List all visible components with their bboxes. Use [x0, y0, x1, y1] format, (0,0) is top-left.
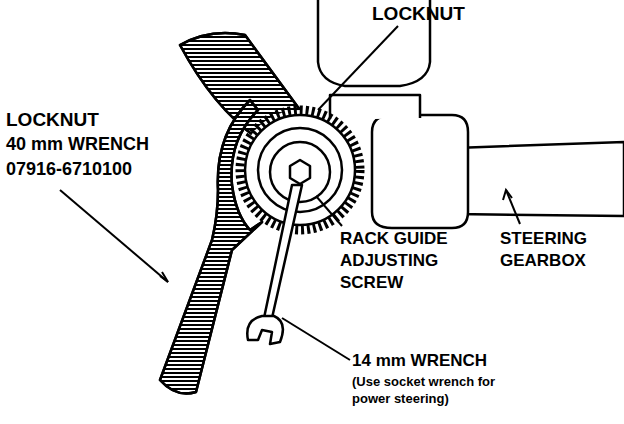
leader-lines — [60, 26, 520, 360]
arrowhead — [503, 190, 512, 200]
gearbox-housing — [372, 115, 468, 228]
leader-line — [318, 26, 398, 110]
locknut-teeth — [240, 110, 360, 230]
leader-line — [506, 190, 520, 224]
valve-body — [330, 95, 420, 120]
tool-name: 40 mm WRENCH — [6, 133, 176, 156]
box-wrench — [264, 185, 302, 318]
locknut — [245, 115, 355, 225]
locknut-wrench — [160, 100, 262, 394]
wrench-open-end — [247, 316, 283, 344]
arrowhead — [160, 272, 168, 282]
leader-line — [282, 318, 350, 360]
locknut-wrench-outline — [160, 100, 262, 394]
leader-line — [316, 196, 342, 226]
hex-head — [290, 160, 310, 184]
note: (Use socket wrench for power steering) — [352, 374, 522, 408]
part-name: RACK GUIDE ADJUSTING SCREW — [340, 228, 472, 294]
tool-name: 14 mm WRENCH — [352, 350, 552, 372]
part-number: 07916-6710100 — [6, 158, 176, 181]
gearbox-tube — [455, 142, 624, 216]
part-name: LOCKNUT — [372, 2, 492, 27]
part-name: LOCKNUT — [6, 108, 156, 133]
part-name: STEERING GEARBOX — [500, 228, 618, 272]
leader-line — [60, 190, 168, 282]
